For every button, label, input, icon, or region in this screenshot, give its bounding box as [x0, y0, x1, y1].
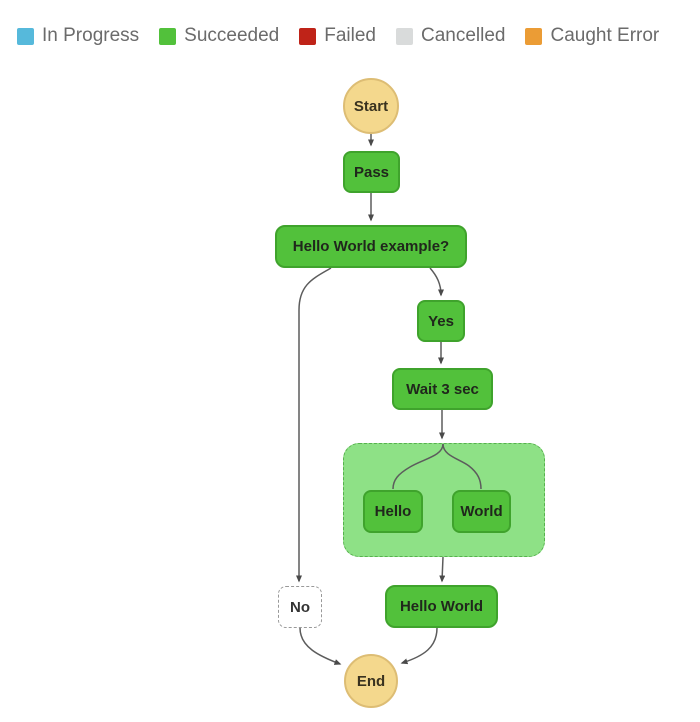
legend-label-cancelled: Cancelled [420, 25, 506, 46]
in-progress-swatch [17, 27, 34, 45]
cancelled-swatch [395, 27, 413, 45]
edge-parallel-hello [392, 443, 444, 490]
legend-item-caught-error: Caught Error [525, 25, 659, 47]
node-yes[interactable]: Yes [417, 300, 465, 342]
node-choice-hello-world-example[interactable]: Hello World example? [275, 225, 467, 268]
legend-item-cancelled: Cancelled [395, 25, 506, 47]
edge-choice-yes [429, 267, 444, 297]
node-start[interactable]: Start [343, 78, 399, 134]
edge-choice-no [296, 267, 332, 583]
caught-error-swatch [525, 27, 543, 45]
node-no[interactable]: No [278, 586, 322, 628]
failed-swatch [299, 27, 317, 45]
legend-label-succeeded: Succeeded [184, 25, 280, 46]
legend-label-caught-error: Caught Error [550, 25, 660, 46]
edge-no-end [299, 627, 342, 665]
node-world[interactable]: World [452, 490, 511, 533]
node-hello-world[interactable]: Hello World [385, 585, 498, 628]
legend-item-failed: Failed [299, 25, 376, 47]
node-end[interactable]: End [344, 654, 398, 708]
node-wait-3-sec[interactable]: Wait 3 sec [392, 368, 493, 410]
edge-helloworld-end [400, 627, 438, 665]
edge-parallel-helloworld [439, 556, 446, 583]
succeeded-swatch [159, 27, 177, 45]
legend-label-failed: Failed [324, 25, 376, 46]
node-hello[interactable]: Hello [363, 490, 423, 533]
edge-parallel-world [442, 443, 482, 490]
status-legend: In Progress Succeeded Failed Cancelled C… [17, 25, 659, 47]
legend-item-succeeded: Succeeded [159, 25, 279, 47]
legend-item-in-progress: In Progress [17, 25, 139, 47]
legend-label-in-progress: In Progress [42, 25, 140, 46]
node-pass[interactable]: Pass [343, 151, 400, 193]
